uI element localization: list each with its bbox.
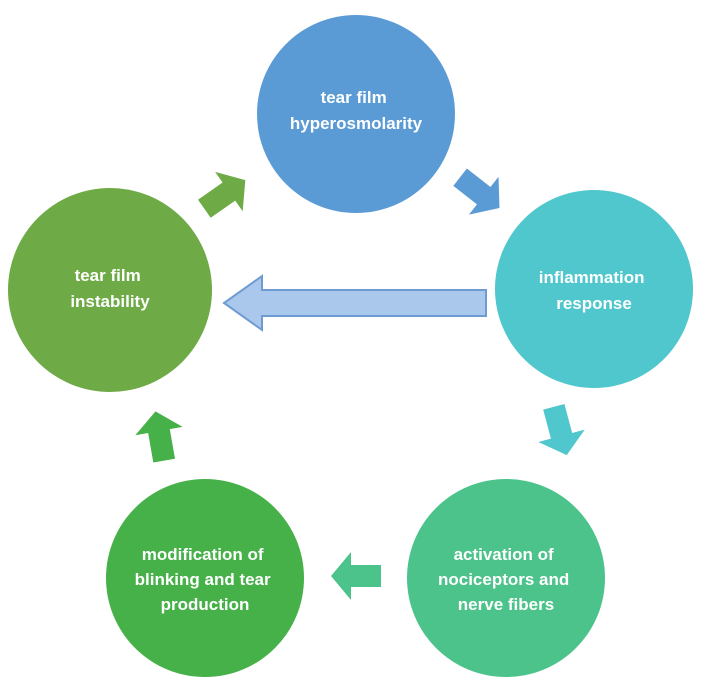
arrow-inflammation-to-activation bbox=[538, 403, 585, 456]
node-label-line: modification of bbox=[142, 545, 264, 564]
node-label-line: nerve fibers bbox=[458, 595, 554, 614]
node-label-line: activation of bbox=[454, 545, 554, 564]
node-label-line: tear film bbox=[321, 88, 387, 107]
svg-text:tear film hyperosmolarit: tear film hyperosmolarity bbox=[290, 88, 423, 133]
node-activation-of-nociceptors: activation of nociceptors and nerve fibe… bbox=[407, 479, 605, 677]
node-label-line: instability bbox=[70, 292, 150, 311]
node-label-line: nociceptors and bbox=[438, 570, 569, 589]
node-circle bbox=[8, 188, 212, 392]
arrow-hyperosmolarity-to-inflammation bbox=[453, 168, 500, 215]
node-label-line: tear film bbox=[75, 266, 141, 285]
svg-text:modification of blinking: modification of blinking and tear produc… bbox=[135, 545, 276, 614]
svg-text:inflammation response: inflammation response bbox=[539, 268, 650, 313]
node-label-line: response bbox=[556, 294, 632, 313]
node-label-line: inflammation bbox=[539, 268, 645, 287]
arrow-instability-to-hyperosmolarity bbox=[198, 171, 246, 218]
svg-text:tear film instability: tear film instability bbox=[70, 266, 150, 311]
node-inflammation-response: inflammation response bbox=[495, 190, 693, 388]
arrow-activation-to-modification bbox=[331, 552, 381, 600]
node-circle bbox=[257, 15, 455, 213]
node-tear-film-instability: tear film instability bbox=[8, 188, 212, 392]
node-circle bbox=[106, 479, 304, 677]
arrow-inflammation-to-instability bbox=[222, 274, 487, 332]
node-tear-film-hyperosmolarity: tear film hyperosmolarity bbox=[257, 15, 455, 213]
node-label-line: production bbox=[161, 595, 250, 614]
svg-text:activation of nociceptor: activation of nociceptors and nerve fibe… bbox=[438, 545, 574, 614]
node-circle bbox=[407, 479, 605, 677]
node-modification-of-blinking: modification of blinking and tear produc… bbox=[106, 479, 304, 677]
node-label-line: hyperosmolarity bbox=[290, 114, 423, 133]
node-label-line: blinking and tear bbox=[135, 570, 271, 589]
arrow-modification-to-instability bbox=[135, 411, 183, 463]
node-circle bbox=[495, 190, 693, 388]
